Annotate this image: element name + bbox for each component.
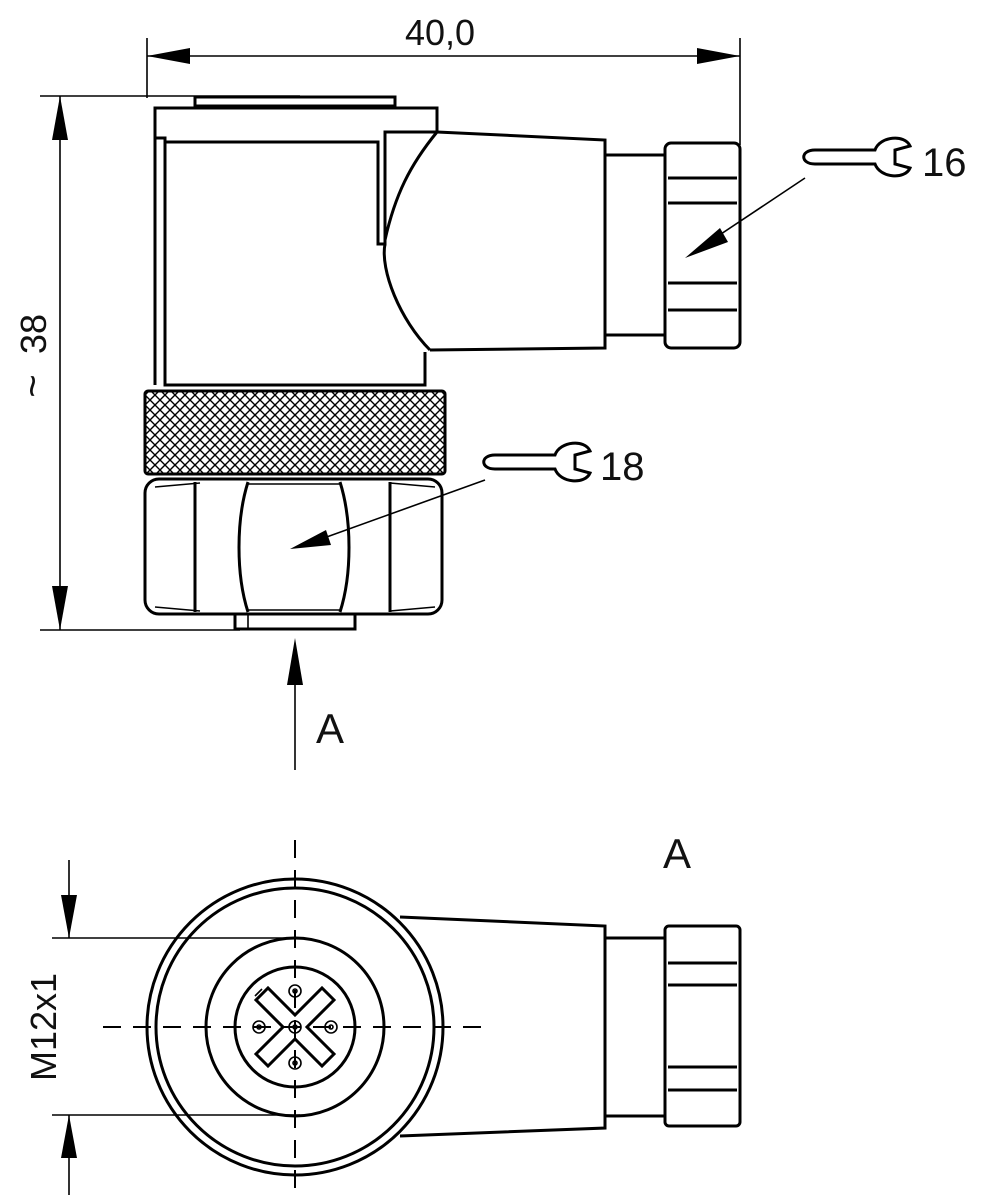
- height-dimension-label: 38: [13, 314, 54, 354]
- cable-gland-front: [399, 915, 742, 1138]
- wrench-size-18: 18: [600, 445, 645, 489]
- cable-gland-side: [603, 141, 742, 350]
- coupling-nut-side: [143, 477, 444, 631]
- width-dimension: 40,0: [146, 12, 741, 145]
- wrench-callout-16: 16: [685, 136, 967, 258]
- view-label: A: [663, 830, 691, 877]
- width-dimension-label: 40,0: [405, 12, 475, 53]
- side-view: 40,0 ~ 38: [11, 12, 967, 770]
- front-view: A: [23, 830, 742, 1200]
- wrench-callout-18: 18: [290, 441, 645, 549]
- thread-dimension-label: M12x1: [23, 973, 64, 1081]
- approx-symbol: ~: [11, 374, 55, 397]
- wrench-size-16: 16: [922, 141, 967, 185]
- housing-body: [153, 95, 607, 387]
- view-arrow: A: [287, 638, 344, 770]
- view-arrow-label: A: [316, 705, 344, 752]
- thread-dimension: M12x1: [23, 860, 300, 1195]
- height-dimension: ~ 38: [11, 95, 300, 631]
- knurled-ring: [143, 389, 447, 476]
